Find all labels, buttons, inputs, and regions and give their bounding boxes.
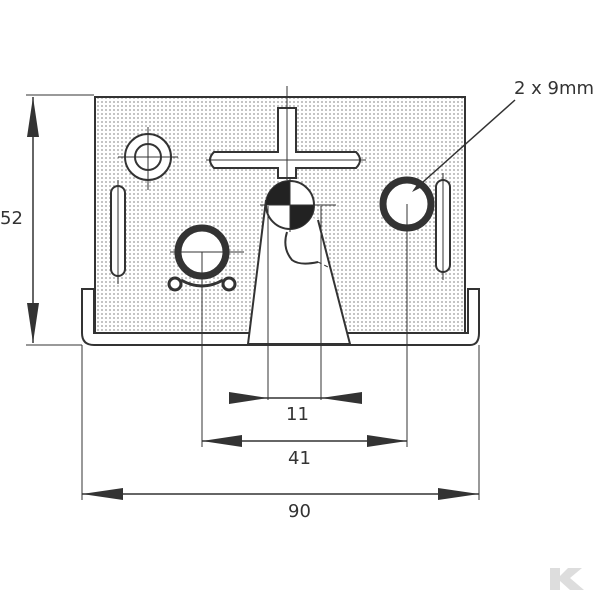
central-socket bbox=[246, 199, 352, 345]
width-dimension-label: 90 bbox=[288, 501, 311, 522]
height-label: 52 bbox=[0, 208, 23, 229]
hole-note-label: 2 x 9mm bbox=[514, 78, 594, 99]
inner-dimension-label: 11 bbox=[286, 404, 309, 425]
hole-leader bbox=[412, 99, 516, 192]
height-dimension bbox=[27, 97, 39, 343]
center-mark-icon bbox=[260, 178, 336, 232]
extension-lines bbox=[26, 94, 480, 500]
middle-dimension bbox=[202, 435, 407, 447]
right-slot bbox=[435, 173, 451, 280]
left-slot bbox=[110, 180, 126, 284]
middle-dimension-label: 41 bbox=[288, 448, 311, 469]
inner-dimension bbox=[229, 392, 362, 404]
target-circle bbox=[118, 127, 178, 190]
width-dimension bbox=[82, 488, 479, 500]
watermark-logo-icon bbox=[550, 568, 584, 590]
cross-slot bbox=[206, 86, 366, 180]
